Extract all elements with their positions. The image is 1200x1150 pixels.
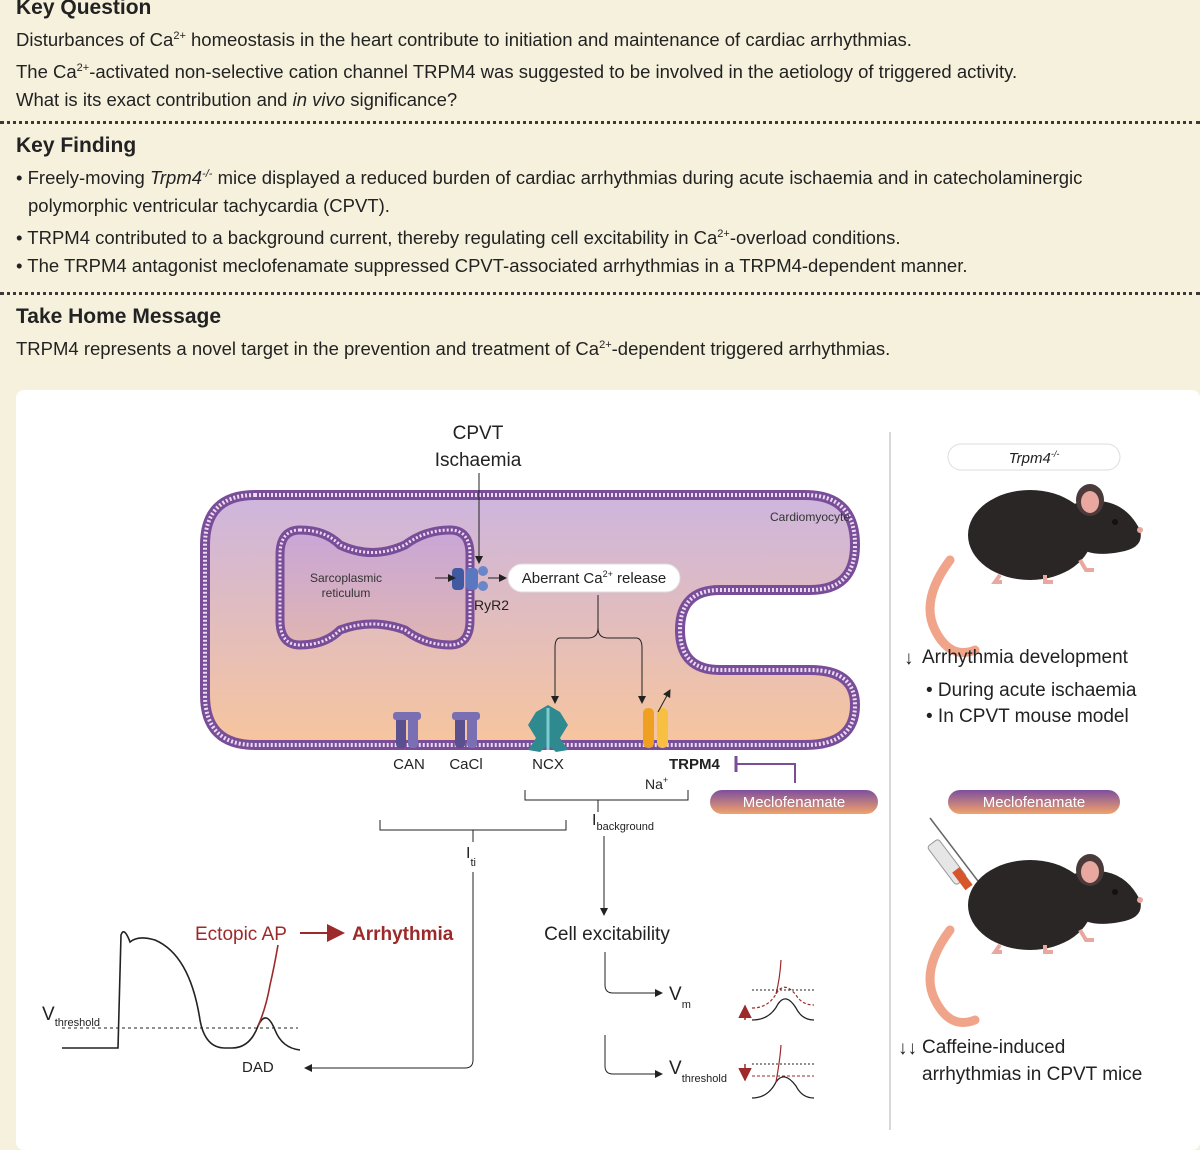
vthreshold-mini-trace xyxy=(738,1044,815,1099)
cell-excitability-label: Cell excitability xyxy=(544,924,670,945)
key-finding-bullet-1-cont: polymorphic ventricular tachycardia (CPV… xyxy=(28,195,390,217)
na-label: Na+ xyxy=(645,775,668,792)
trpm4-ko-label: Trpm4-/- xyxy=(1009,449,1060,467)
mouse-icon-2 xyxy=(925,854,1143,1027)
key-finding-bullet-3: • The TRPM4 antagonist meclofenamate sup… xyxy=(16,255,968,277)
key-question-section: Key Question Disturbances of Ca2+ homeos… xyxy=(16,0,1190,114)
vm-label: Vm xyxy=(669,984,691,1011)
key-question-line-2: The Ca2+-activated non-selective cation … xyxy=(16,61,1018,83)
ncx-label: NCX xyxy=(532,756,564,773)
aberrant-release-box xyxy=(507,563,681,593)
down-arrow-2: ↓↓ xyxy=(898,1038,917,1059)
result-1-heading: Arrhythmia development xyxy=(922,647,1129,668)
action-potential-trace xyxy=(62,930,301,1051)
aberrant-release-label: Aberrant Ca2+ release xyxy=(522,569,667,587)
key-finding-bullet-2: • TRPM4 contributed to a background curr… xyxy=(16,227,901,249)
result-2-line-1: Caffeine-induced xyxy=(922,1037,1065,1058)
ryr2-channel-icon xyxy=(452,566,488,591)
sarcoplasmic-reticulum xyxy=(275,525,475,650)
ncx-exchanger-icon xyxy=(528,705,568,752)
i-ti-label: Iti xyxy=(466,845,476,869)
result-1-bullet-1: • During acute ischaemia xyxy=(926,680,1137,701)
vthreshold-label: Vthreshold xyxy=(669,1058,727,1085)
take-home-heading: Take Home Message xyxy=(16,305,222,328)
arrhythmia-label: Arrhythmia xyxy=(352,924,454,945)
dad-label: DAD xyxy=(242,1059,274,1076)
key-question-line-1: Disturbances of Ca2+ homeostasis in the … xyxy=(16,29,912,51)
can-channel-icon xyxy=(393,712,421,748)
cacl-channel-icon xyxy=(452,712,480,748)
can-label: CAN xyxy=(393,756,425,773)
trigger-ischaemia: Ischaemia xyxy=(435,450,522,471)
meclofenamate-label-left: Meclofenamate xyxy=(743,794,846,811)
trigger-cpvt: CPVT xyxy=(453,423,504,444)
ryr2-label: RyR2 xyxy=(474,597,509,613)
key-question-heading: Key Question xyxy=(16,0,152,19)
cacl-label: CaCl xyxy=(449,756,482,773)
mouse-icon-1 xyxy=(925,484,1143,657)
key-question-line-3: What is its exact contribution and in vi… xyxy=(16,89,458,111)
meclofenamate-pill-right xyxy=(948,790,1120,814)
trpm4-channel-icon xyxy=(643,708,668,748)
take-home-section: Take Home Message TRPM4 represents a nov… xyxy=(16,305,1190,363)
ectopic-ap-label: Ectopic AP xyxy=(195,924,287,945)
trpm4-ko-pill xyxy=(947,443,1121,471)
i-background-label: Ibackground xyxy=(592,812,654,833)
vm-mini-trace xyxy=(738,959,815,1021)
key-finding-bullet-1: • Freely-moving Trpm4-/- mice displayed … xyxy=(16,167,1083,189)
down-arrow-1: ↓ xyxy=(904,648,914,669)
divider-2 xyxy=(0,292,1200,295)
v-threshold-ap-label: Vthreshold xyxy=(42,1004,100,1029)
sr-label-2: reticulum xyxy=(322,586,371,600)
cell-label: Cardiomyocyte xyxy=(770,510,850,524)
sr-label-1: Sarcoplasmic xyxy=(310,571,382,585)
divider-1 xyxy=(0,121,1200,124)
result-2-line-2: arrhythmias in CPVT mice xyxy=(922,1064,1142,1085)
take-home-text: TRPM4 represents a novel target in the p… xyxy=(16,338,891,360)
meclofenamate-label-right: Meclofenamate xyxy=(983,794,1086,811)
result-1-bullet-2: • In CPVT mouse model xyxy=(926,706,1129,727)
key-finding-section: Key Finding • Freely-moving Trpm4-/- mic… xyxy=(16,134,1190,280)
trpm4-label: TRPM4 xyxy=(669,756,720,773)
meclofenamate-pill-left xyxy=(710,790,878,814)
key-finding-heading: Key Finding xyxy=(16,134,137,157)
